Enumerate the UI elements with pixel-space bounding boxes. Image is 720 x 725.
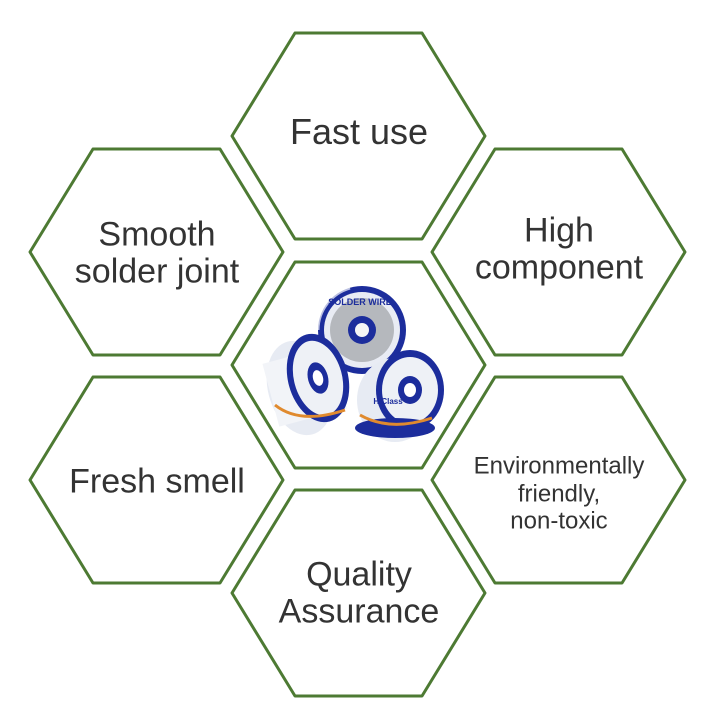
label-bottom: Quality Assurance — [249, 555, 469, 632]
spool-left — [262, 333, 350, 436]
hexagon-lower-right — [430, 375, 687, 585]
hexagon-upper-right — [430, 147, 687, 357]
hexagon-bottom — [230, 488, 487, 698]
label-line: Environmentally — [473, 452, 645, 480]
label-top: Fast use — [249, 112, 469, 152]
hexagon-lower-left — [28, 375, 285, 585]
label-line: Assurance — [278, 593, 440, 631]
hexagon-top — [230, 31, 487, 241]
label-line: friendly, — [517, 480, 601, 508]
hexagon-upper-left — [28, 147, 285, 357]
label-line: Fresh smell — [69, 462, 245, 501]
label-upper-right: High component — [449, 211, 669, 288]
hexagon-center — [230, 260, 487, 470]
label-line: Fast use — [289, 111, 429, 153]
label-line: Quality — [306, 555, 412, 594]
label-lower-left: Fresh smell — [47, 462, 267, 501]
label-line: Smooth — [98, 215, 216, 254]
spool-text-brand: HiClass — [373, 397, 403, 406]
spool-back — [316, 286, 406, 374]
label-lower-right: Environmentally friendly, non-toxic — [449, 453, 669, 536]
label-line: non-toxic — [510, 507, 608, 535]
spool-right — [355, 350, 444, 442]
label-line: component — [474, 249, 644, 287]
label-line: solder joint — [74, 253, 240, 291]
solder-spools-image: SOLDER WIRE HiClass — [262, 286, 444, 442]
label-upper-left: Smooth solder joint — [47, 215, 267, 292]
spool-text-solder-wire: SOLDER WIRE — [328, 297, 392, 307]
label-line: High — [524, 211, 594, 250]
